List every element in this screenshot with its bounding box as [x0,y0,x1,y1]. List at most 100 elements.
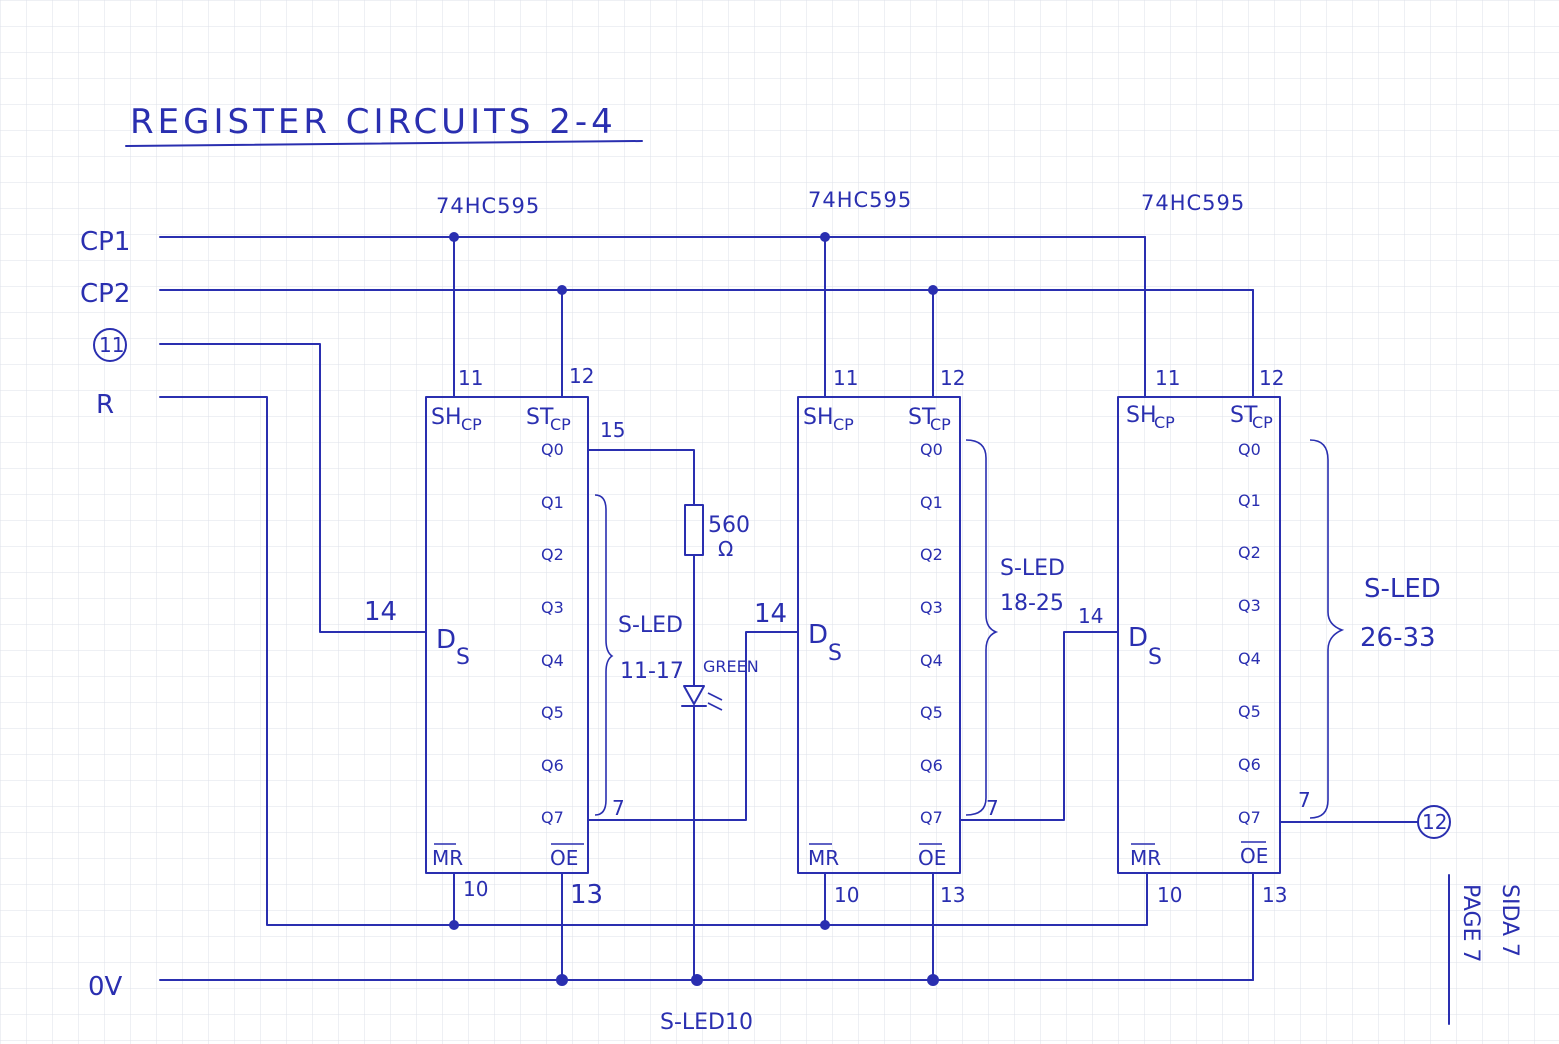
chip1-q3: Q3 [541,598,564,617]
chip1-output-brace [594,494,614,816]
output-connector-circle [1417,805,1451,839]
chip1-q7-to-chip2-ds-wire [587,631,799,821]
chip1-body [425,396,589,874]
chip2-body [797,396,961,874]
chip2-mr-name: MR [808,846,839,870]
chip3-q5: Q5 [1238,702,1261,721]
led-arrow-2 [707,702,723,711]
chip1-q6: Q6 [541,756,564,775]
chip3-shcp-sub: CP [1154,413,1175,432]
chip1-q4: Q4 [541,651,564,670]
chip1-q2: Q2 [541,545,564,564]
chip2-q0: Q0 [920,440,943,459]
chip3-mr-name: MR [1130,846,1161,870]
chip2-q7-to-chip3-ds-wire [959,631,1119,821]
chip1-q0: Q0 [541,440,564,459]
data-in-wire [159,343,427,633]
chip1-pin-stcp: 12 [569,364,594,388]
chip1-pin-q7: 7 [612,796,625,820]
chip3-ds-sub: S [1148,645,1162,670]
chip3-stcp-name: ST [1230,403,1258,428]
input-connector-circle [93,328,127,362]
chip3-pin-ds: 14 [1078,604,1103,628]
chip3-body [1117,396,1281,874]
chip3-stcp-sub: CP [1252,413,1273,432]
chip2-pin-oe: 13 [940,883,965,907]
chip2-q4: Q4 [920,651,943,670]
chip3-part-label: 74HC595 [1141,191,1245,215]
chip1-pin-shcp: 11 [458,366,483,390]
chip3-q1: Q1 [1238,491,1261,510]
input-connector-label: 11 [99,333,124,357]
chip1-cp2-junction [557,285,567,295]
group1-range: 11-17 [620,659,684,684]
chip2-shcp-name: SH [803,405,834,430]
chip2-ds-sub: S [828,641,842,666]
chip2-q6: Q6 [920,756,943,775]
chip3-q3: Q3 [1238,596,1261,615]
chip1-oe-name: OE [550,846,578,870]
chip2-pin-q7: 7 [986,796,999,820]
chip3-pin-mr: 10 [1157,883,1182,907]
chip3-pin-shcp: 11 [1155,366,1180,390]
chip2-stcp-sub: CP [930,415,951,434]
chip2-q5: Q5 [920,703,943,722]
chip2-q1: Q1 [920,493,943,512]
chip1-oe-junction [556,974,568,986]
chip2-stcp-name: ST [908,405,936,430]
chip2-q3: Q3 [920,598,943,617]
chip1-stcp-name: ST [526,405,554,430]
chip2-cp2-junction [928,285,938,295]
title-underline [125,140,643,147]
chip2-q2: Q2 [920,545,943,564]
chip1-cp1-junction [449,232,459,242]
led-name: S-LED10 [660,1010,753,1035]
chip2-mr-junction [820,920,830,930]
chip1-shcp-sub: CP [461,415,482,434]
chip1-q5: Q5 [541,703,564,722]
chip2-oe-junction [927,974,939,986]
led-symbol [683,685,705,705]
chip2-part-label: 74HC595 [808,188,912,212]
chip3-q6: Q6 [1238,755,1261,774]
chip2-ds-name: D [808,620,828,650]
chip3-pin-q7: 7 [1298,788,1311,812]
chip3-pin-oe: 13 [1262,883,1287,907]
led-color-label: GREEN [703,657,759,676]
chip1-mr-junction [449,920,459,930]
cp1-label: CP1 [80,227,130,257]
page-title: REGISTER CIRCUITS 2-4 [130,102,617,142]
reset-label: R [96,390,114,420]
group3-range: 26-33 [1360,623,1436,653]
resistor-value: 560 [708,513,750,538]
group1-name: S-LED [618,613,683,638]
chip3-output-brace [1309,439,1345,819]
chip1-shcp-name: SH [431,405,462,430]
chip2-pin-stcp: 12 [940,366,965,390]
chip2-oe-name: OE [918,846,946,870]
page-label-english: PAGE 7 [1458,884,1483,962]
group2-name: S-LED [1000,556,1065,581]
resistor-unit: Ω [718,537,733,561]
chip3-oe-name: OE [1240,844,1268,868]
chip3-pin-stcp: 12 [1259,366,1284,390]
led-arrow-1 [707,692,723,701]
chip1-part-label: 74HC595 [436,194,540,218]
group2-range: 18-25 [1000,591,1064,616]
chip1-pin-q0: 15 [600,418,625,442]
chip2-output-brace [965,439,999,816]
chip2-shcp-sub: CP [833,415,854,434]
chip1-ds-name: D [436,625,456,655]
chip3-ds-name: D [1128,623,1148,653]
chip3-shcp-name: SH [1126,403,1157,428]
chip2-q7: Q7 [920,808,943,827]
chip2-cp1-junction [820,232,830,242]
chip1-ds-sub: S [456,645,470,670]
chip3-q7: Q7 [1238,808,1261,827]
group3-name: S-LED [1364,574,1441,604]
chip1-mr-name: MR [432,846,463,870]
led-ground-junction [691,974,703,986]
page-label-swedish: SIDA 7 [1497,884,1522,957]
